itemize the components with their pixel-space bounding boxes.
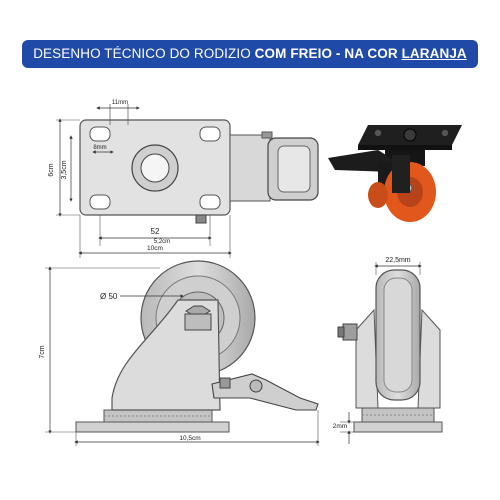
product-photo [328, 125, 462, 222]
brake-pedal-inner [277, 145, 311, 193]
title-bold: COM FREIO - NA COR [254, 46, 402, 61]
dim-height-inner: 3,5cm [61, 160, 68, 179]
title-color-name: LARANJA [401, 46, 467, 61]
fork-body [229, 134, 271, 202]
mount-slot [89, 194, 111, 210]
dim-hole-spacing: 52 [151, 227, 160, 236]
dim-base-length: 10,5cm [179, 435, 200, 442]
photo-brake-pedal [328, 150, 394, 172]
mount-slot [199, 126, 221, 142]
mount-slot [89, 126, 111, 142]
front-base-plate [353, 421, 443, 433]
dim-height-outer: 6cm [48, 163, 55, 176]
swivel-center [140, 153, 170, 183]
dim-total-length: 10cm [147, 245, 163, 252]
dim-total-height: 7cm [39, 345, 46, 358]
dim-hole-gap: 11mm [112, 100, 128, 106]
base-plate [75, 421, 230, 433]
front-fork-leg-right [417, 308, 441, 409]
dim-hole-size: 8mm [93, 145, 106, 151]
axle-nut [195, 214, 207, 224]
side-brake-lever [211, 373, 319, 411]
title-prefix: DESENHO TÉCNICO DO RODIZIO [33, 46, 255, 61]
dim-wheel-width: 22,5mm [385, 257, 410, 264]
mount-slot [199, 194, 221, 210]
axle-bolt [184, 313, 212, 331]
top-view: 11mm 8mm 6cm 3,5cm 52 5,2cm 10cm [48, 100, 319, 258]
front-axle-bolt [342, 323, 358, 341]
front-view: 22,5mm 2mm [333, 257, 443, 444]
side-view: Ø 50 7cm 10,5cm [39, 260, 320, 446]
title-banner: DESENHO TÉCNICO DO RODIZIO COM FREIO - N… [22, 40, 478, 68]
front-fork-leg-left [355, 308, 379, 409]
dim-wheel-diameter: Ø 50 [100, 292, 118, 301]
brake-pin [261, 131, 273, 139]
dim-plate-thickness: 2mm [333, 423, 347, 430]
dim-plate-width: 5,2cm [154, 239, 170, 245]
